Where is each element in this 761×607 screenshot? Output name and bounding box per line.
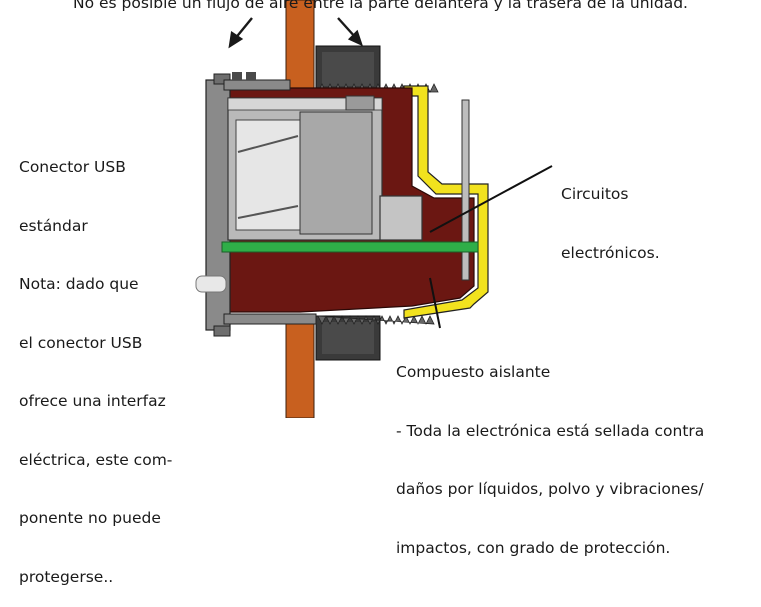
usb-label-line: ofrece una interfaz	[19, 392, 166, 410]
usb-label-line: el conector USB	[19, 333, 143, 352]
usb-label-line: Nota: dado que	[19, 275, 139, 293]
leader-circuits	[429, 165, 553, 233]
pcb-board	[221, 241, 479, 253]
compound-label-line: Compuesto aislante	[396, 363, 551, 381]
airflow-arrows	[228, 17, 364, 49]
compound-label-line: daños por líquidos, polvo y vibraciones/	[396, 480, 704, 498]
usb-connector	[227, 95, 383, 241]
compound-label: Compuesto aislante - Toda la electrónica…	[396, 324, 704, 578]
circuits-label-line: electrónicos.	[561, 243, 660, 262]
compound-label-line: - Toda la electrónica está sellada contr…	[396, 421, 705, 440]
usb-label-line: Conector USB	[19, 158, 126, 176]
usb-label-line: ponente no puede	[19, 509, 161, 527]
sealed-usb-cross-section	[195, 0, 553, 418]
cable-stub	[195, 275, 227, 293]
diagram-stage: No es posible un flujo de aire entre la …	[19, 0, 704, 586]
compound-label-line: impactos, con grado de protección.	[396, 538, 671, 557]
metal-plate	[461, 99, 470, 281]
usb-label-line: estándar	[19, 216, 88, 235]
arrow-left-head	[228, 30, 244, 49]
arrow-right-head	[347, 29, 364, 47]
electronic-component	[379, 195, 423, 241]
airflow-note: No es posible un flujo de aire entre la …	[73, 0, 688, 12]
threaded-nut-top	[315, 45, 381, 93]
usb-label-line: protegerse..	[19, 567, 114, 586]
circuits-label-line: Circuitos	[561, 185, 629, 203]
leader-compound	[429, 277, 441, 329]
mounting-panel-bottom	[285, 321, 315, 418]
yellow-gasket	[403, 85, 489, 319]
circuits-label: Circuitos electrónicos.	[561, 146, 660, 283]
usb-connector-label: Conector USB estándar Nota: dado que el …	[19, 119, 172, 607]
mounting-panel-top	[285, 0, 315, 89]
usb-label-line: eléctrica, este com-	[19, 450, 173, 469]
